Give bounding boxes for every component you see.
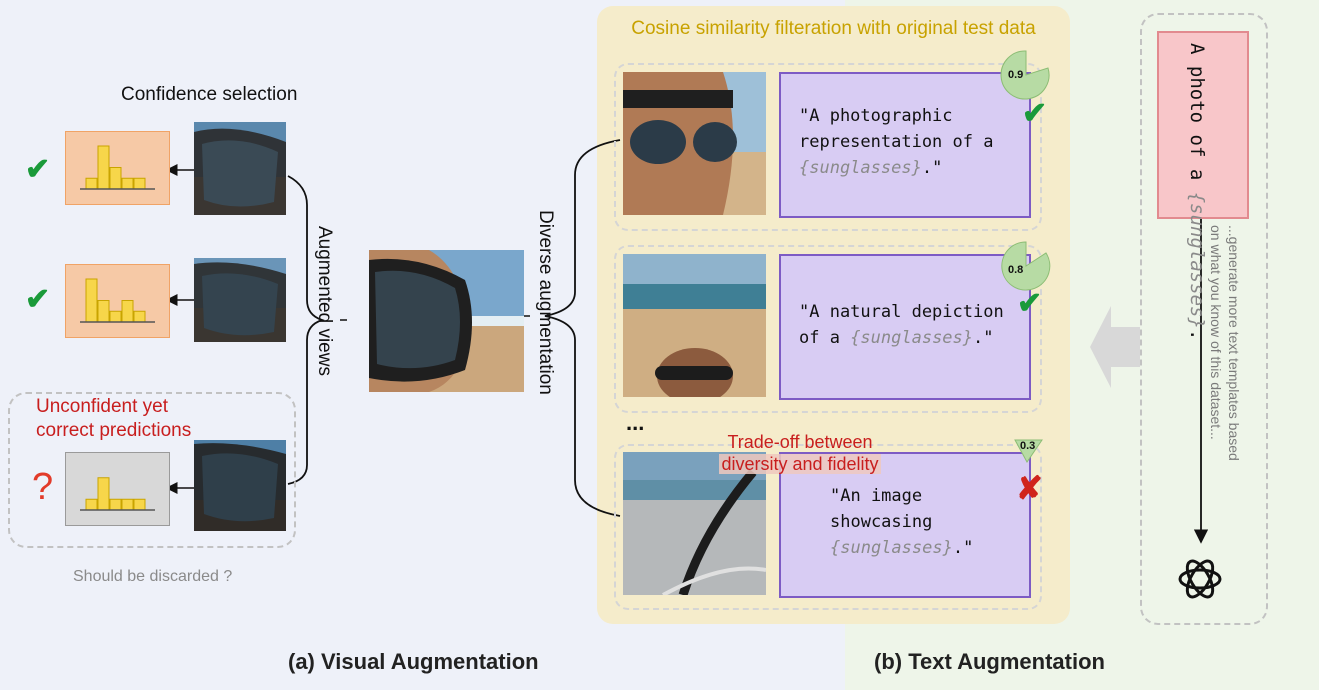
right-brace [544,139,621,517]
caption-box-1 [779,72,1031,218]
histogram-bar [121,177,134,190]
caption-text-3: "An image showcasing {sunglasses}." [830,483,1010,561]
caption-text-2: "A natural depiction of a {sunglasses}." [799,299,1024,351]
more-cards-ellipsis: ... [626,410,645,435]
histogram-box-1 [65,131,170,205]
unconfident-line-2: correct predictions [36,420,192,441]
caption-3-suffix: ." [952,538,974,558]
tradeoff-line-1: Trade-off between [727,432,873,452]
check-icon: ✔ [25,153,51,186]
check-icon: ✔ [1022,97,1048,130]
caption-2-prefix: "A natural depiction of a [799,302,1004,348]
diverse-augmentation-label: Diverse augmentation [535,210,556,395]
score-badge-3 [1014,439,1043,463]
check-icon: ✔ [25,283,51,316]
histogram-bar [97,145,110,190]
original-image [369,250,524,392]
openai-logo-icon [1178,559,1222,599]
caption-2-class: {sunglasses} [850,328,974,348]
template-text: A photo of a {sunglasses}. [1186,43,1208,340]
left-brace [287,175,325,485]
caption-box-2 [779,254,1031,400]
histogram-bar [109,167,122,190]
visual-augmentation-title: (a) Visual Augmentation [288,649,539,674]
score-badge-2 [1001,241,1051,291]
augmented-card-3 [614,444,1042,610]
template-suffix: . [1186,329,1208,341]
caption-3-prefix: "An image showcasing [830,486,933,532]
tradeoff-line-2: diversity and fidelity [719,454,881,474]
histogram-bar [121,498,134,511]
histogram-bar [85,498,98,511]
caption-3-class: {sunglasses} [830,538,953,558]
caption-1-suffix: ." [921,158,943,178]
caption-2-suffix: ." [973,328,994,348]
caption-1-class: {sunglasses} [799,158,922,178]
unconfident-label: Unconfident yet correct predictions [36,395,191,443]
augmented-views-label: Augmented views [314,226,335,376]
caption-text-1: "A photographic representation of a {sun… [799,103,1024,181]
caption-1-prefix: "A photographic representation of a [799,106,994,152]
histogram-box-2 [65,264,170,338]
augmented-image-3 [623,452,766,595]
histogram-bar [109,310,122,323]
histogram-bar [97,477,110,511]
confidence-selection-label: Confidence selection [121,84,298,105]
cross-icon: ✘ [1016,470,1043,506]
score-value-2: 0.8 [1008,264,1024,276]
unconfident-line-1: Unconfident yet [36,396,169,417]
augmented-image-2 [623,254,766,397]
histogram-bar [85,278,98,323]
template-class: {sunglasses} [1186,191,1208,329]
augmented-view-2 [194,258,286,342]
score-badge-1 [1000,50,1050,100]
score-value-3: 0.3 [1020,440,1036,452]
histogram-bar [133,498,146,511]
tradeoff-label: Trade-off between diversity and fidelity [690,431,910,475]
histogram-bar [121,300,134,323]
histogram-2 [80,278,155,323]
histogram-bar [85,177,98,190]
histogram-1 [80,145,155,190]
histogram-bar [133,177,146,190]
histogram-bar [133,310,146,323]
augmented-view-1 [194,122,286,215]
histogram-3 [80,477,155,511]
gpt-instruction: ...generate more text templates based on… [1207,225,1243,545]
augmented-card-2 [614,245,1042,413]
caption-box-3 [779,452,1031,598]
gpt-instruction-line-1: ...generate more text templates based [1226,225,1242,461]
augmented-image-1 [623,72,766,215]
augmented-card-1 [614,63,1042,231]
gpt-instruction-line-2: on what you know of this dataset... [1208,225,1224,440]
augmented-view-3 [194,440,286,531]
llm-generation-group [1140,13,1268,625]
unconfident-group [8,392,296,548]
histogram-bar [97,300,110,323]
score-value-1: 0.9 [1008,69,1024,81]
text-augmentation-title: (b) Text Augmentation [874,649,1105,674]
question-mark-icon: ? [32,466,54,508]
template-prefix: A photo of a [1186,43,1208,192]
big-gray-arrow [1090,306,1140,388]
should-discard-label: Should be discarded ? [73,568,233,585]
histogram-bar [109,498,122,511]
check-icon: ✔ [1017,287,1043,320]
histogram-box-3 [65,452,170,526]
cosine-filter-title: Cosine similarity filteration with origi… [631,18,1036,39]
template-box [1157,31,1249,219]
